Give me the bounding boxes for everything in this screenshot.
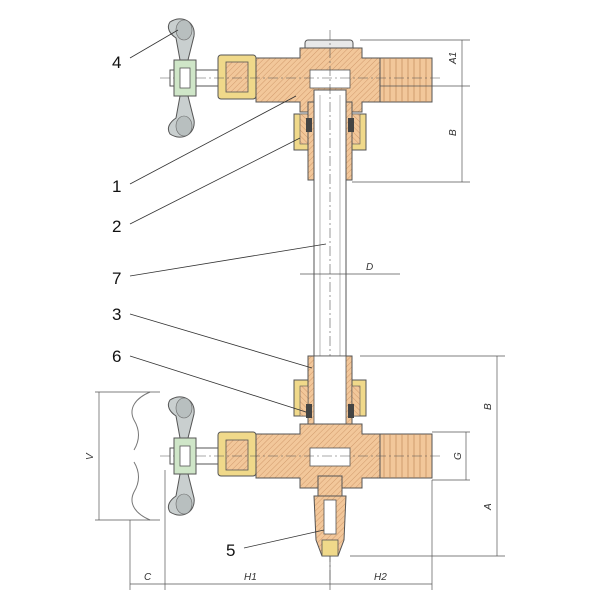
dim-h1: H1 [244,572,257,583]
bottom-handwheel [167,396,197,516]
callout-1: 1 [112,177,121,196]
dim-b-lower: B [483,403,494,410]
drain-valve [313,475,347,557]
callout-7: 7 [112,269,121,288]
dim-g: G [453,452,464,460]
dim-a1: A1 [448,52,459,65]
bottom-outlet-thread [379,433,433,479]
callout-4: 4 [112,53,121,72]
handwheel-silhouette [131,391,151,521]
dim-v: V [85,452,96,460]
callout-2: 2 [112,217,121,236]
dim-a: A [483,503,494,511]
dim-b-upper: B [448,129,459,136]
top-handwheel [167,18,197,138]
callout-6: 6 [112,347,121,366]
dimension-lines [95,39,505,590]
bottom-valve [160,423,440,489]
dim-d: D [366,262,373,273]
callout-3: 3 [112,305,121,324]
dim-h2: H2 [374,572,387,583]
leader-lines [129,29,327,549]
dim-c: C [144,572,152,583]
top-valve [160,39,440,113]
lower-glass-nut [293,355,367,437]
top-outlet-thread [379,57,433,103]
callout-5: 5 [226,541,235,560]
